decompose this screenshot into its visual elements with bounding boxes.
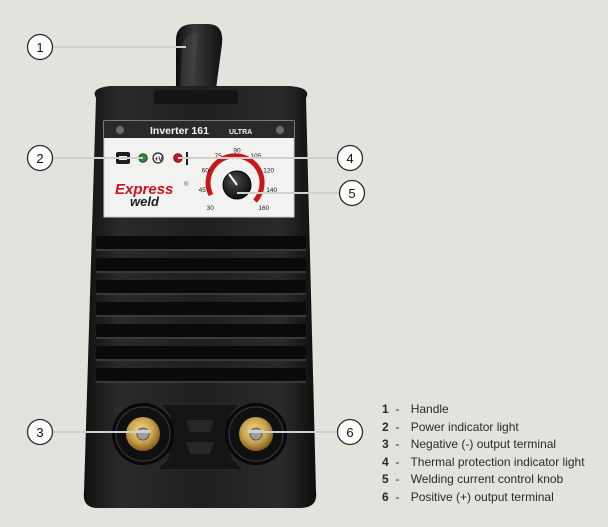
legend-label: Thermal protection indicator light [410,454,585,469]
vent-highlight [96,271,306,273]
legend-number: 4 [382,454,389,469]
legend-label: Welding current control knob [410,472,564,487]
dial-scale-label: 160 [258,205,269,212]
legend: 1 - Handle 2 - Power indicator light 3 -… [382,401,585,507]
screw-icon [116,126,124,134]
dial-scale-label: 120 [263,168,274,175]
legend-item: 5 - Welding current control knob [382,471,585,489]
vent-slot [96,346,306,359]
svg-text:weld: weld [130,194,160,209]
brand-logo: Express weld ® [115,181,189,209]
dial-scale-label: 90 [233,148,241,155]
dial-scale-label: 60 [202,168,210,175]
legend-dash: - [395,419,400,434]
callout-1: 1 [26,33,54,61]
knob-pointer [228,173,238,186]
svg-text:1: 1 [36,40,43,55]
callout-2: 2 [26,144,54,172]
legend-dash: - [395,402,400,416]
legend-number: 1 [382,402,389,416]
callout-4: 4 [336,144,364,172]
positive-output-terminal[interactable] [225,403,287,465]
dial-scale-label: 75 [215,153,223,160]
legend-label: Power indicator light [410,419,519,434]
callout-5: 5 [338,179,366,207]
vent-highlight [96,337,306,339]
ventilation-grille [96,236,306,383]
vent-slot [96,280,306,293]
dial-scale-label: 105 [250,153,261,160]
front-panel: Inverter 161 ULTRA +V Express weld ® 30 4… [103,120,295,218]
dial-scale-label: 140 [266,187,277,194]
screw-icon [276,126,284,134]
legend-item: 3 - Negative (-) output terminal [382,436,585,454]
legend-dash: - [395,454,400,469]
legend-number: 3 [382,437,389,452]
vent-highlight [96,359,306,361]
terminal-area [112,403,287,471]
legend-number: 5 [382,472,389,487]
vent-highlight [96,293,306,295]
model-name: Inverter 161 [150,125,209,137]
legend-item: 4 - Thermal protection indicator light [382,454,585,472]
dial-scale-label: 30 [207,205,215,212]
power-symbol-icon [152,152,164,164]
svg-text:6: 6 [346,425,353,440]
vent-highlight [96,381,306,383]
callout-6: 6 [336,418,364,446]
power-symbol-label: +V [155,156,164,163]
vent-highlight [96,315,306,317]
svg-text:Express: Express [115,181,173,198]
vent-slot [96,236,306,249]
dial-scale-label: 45 [199,187,207,194]
legend-dash: - [395,437,400,452]
svg-text:2: 2 [36,151,43,166]
negative-output-terminal[interactable] [112,403,174,465]
vent-slot [96,258,306,271]
callouts: 1 2 3 4 5 6 [26,33,366,446]
legend-number: 6 [382,489,389,504]
vent-slot [96,302,306,315]
legend-item: 6 - Positive (+) output terminal [382,489,585,507]
vent-slot [96,324,306,337]
dial-range-arc [205,153,265,203]
legend-item: 2 - Power indicator light [382,419,585,437]
legend-number: 2 [382,419,389,434]
legend-label: Negative (-) output terminal [410,437,557,452]
svg-text:3: 3 [36,425,43,440]
svg-text:4: 4 [346,151,353,166]
svg-text:®: ® [184,181,189,188]
callout-3: 3 [26,418,54,446]
model-suffix: ULTRA [229,129,252,136]
legend-label: Positive (+) output terminal [410,489,554,504]
legend-dash: - [395,489,400,504]
vent-highlight [96,249,306,251]
legend-item: 1 - Handle [382,401,585,419]
svg-text:5: 5 [348,186,355,201]
handle [176,24,223,104]
legend-dash: - [395,472,400,487]
legend-label: Handle [410,402,449,416]
vent-slot [96,368,306,381]
